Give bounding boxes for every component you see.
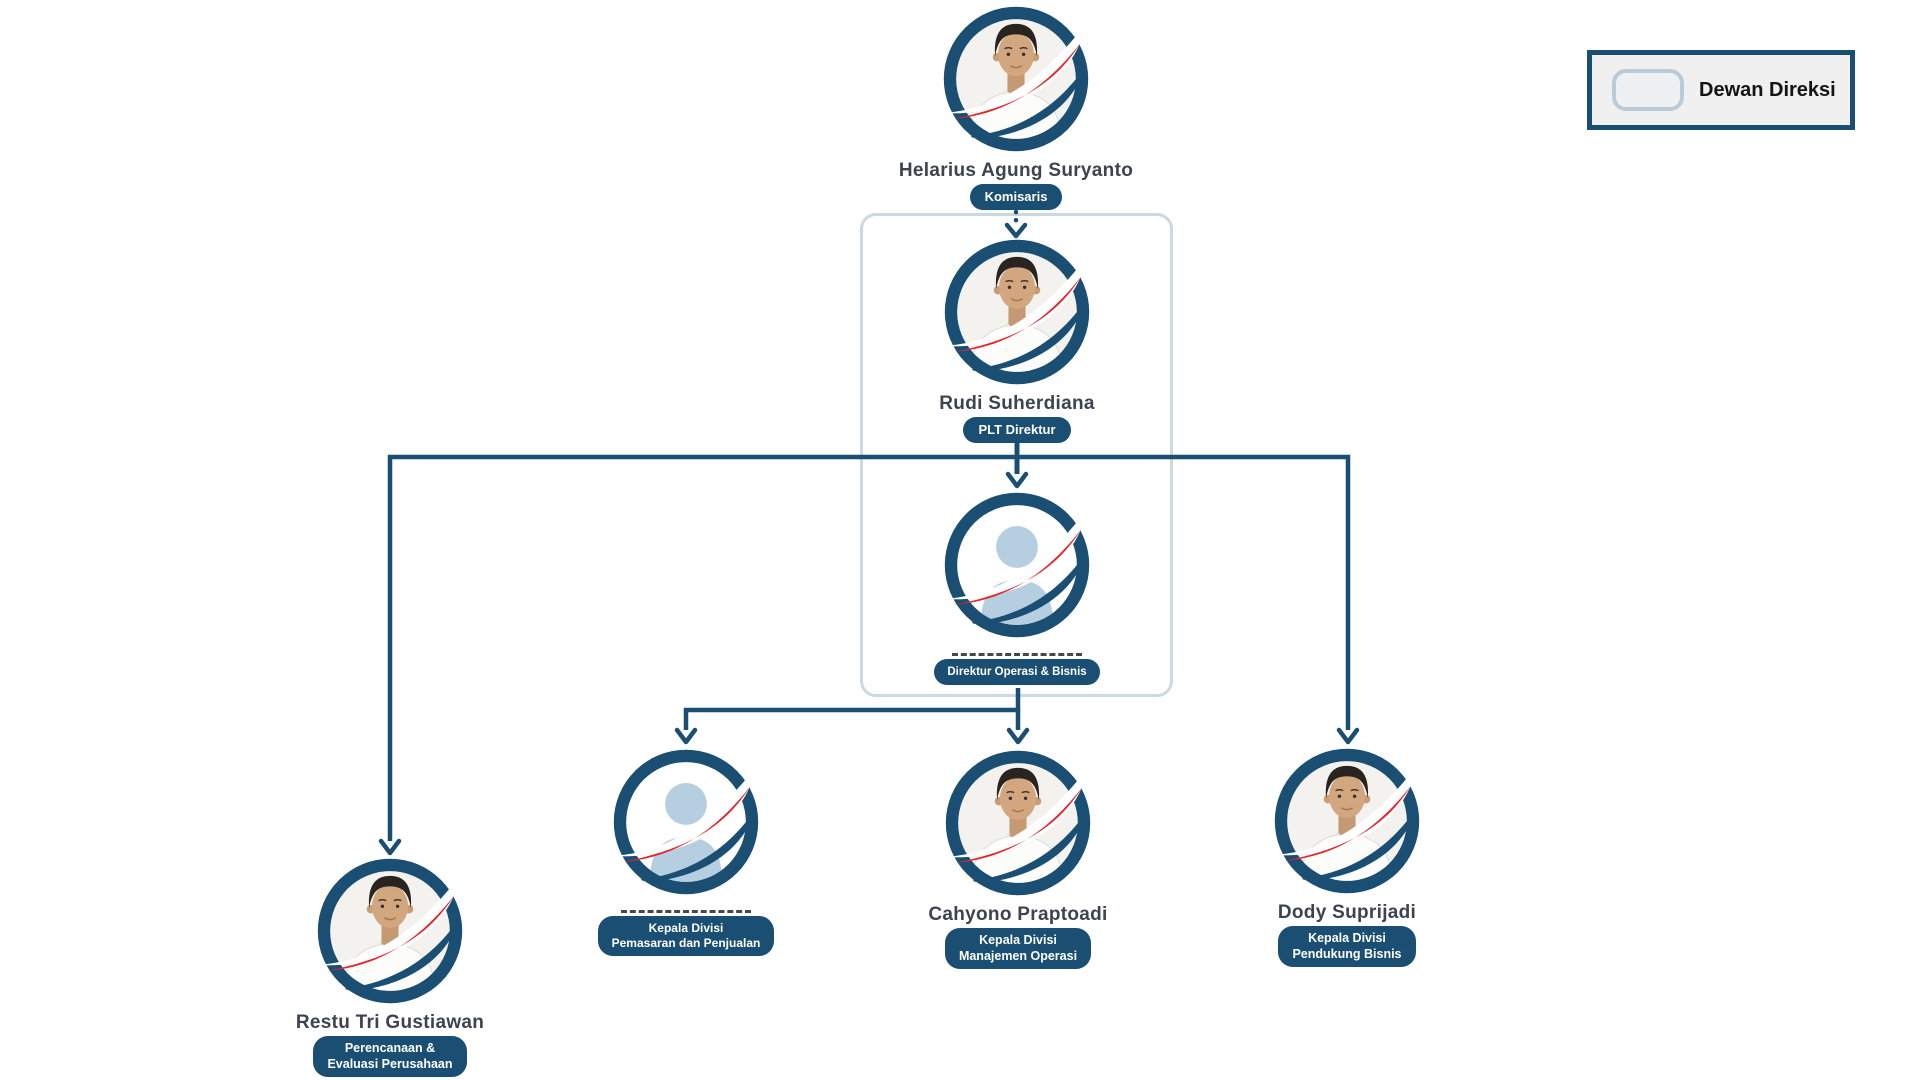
legend-label: Dewan Direksi [1699,78,1836,101]
org-node-perencanaan-evaluasi: Restu Tri Gustiawan Perencanaan &Evaluas… [230,855,550,1078]
arrowhead-direktur [1004,222,1028,239]
person-name: Restu Tri Gustiawan [295,1012,485,1033]
arrowhead-direktur-operasi [1005,471,1029,489]
person-name: Rudi Suherdiana [939,393,1095,414]
profile-photo [1271,745,1423,897]
profile-photo [941,236,1093,388]
connector-operasi-branch [683,688,1021,730]
arrowhead-pemasaran [674,727,698,745]
profile-photo [314,855,466,1007]
arrowhead-perencanaan [378,838,402,856]
role-badge: PLT Direktur [963,417,1071,444]
vacant-name-line [621,910,751,913]
org-node-direktur-operasi-bisnis: Direktur Operasi & Bisnis [857,489,1177,686]
person-name: Helarius Agung Suryanto [898,160,1134,181]
vacant-name-line [952,653,1082,656]
role-badge: Komisaris [969,184,1063,211]
profile-photo [942,747,1094,899]
legend-swatch [1612,69,1684,111]
person-name: Dody Suprijadi [1277,902,1417,923]
connector-direktur-branch [387,454,1351,841]
avatar-placeholder-icon [610,746,762,898]
avatar-placeholder-icon [941,489,1093,641]
arrowhead-pendukung-bisnis [1336,727,1360,745]
profile-photo [940,3,1092,155]
role-badge: Direktur Operasi & Bisnis [934,659,1100,686]
legend-dewan-direksi: Dewan Direksi [1587,50,1855,130]
arrowhead-manajemen-operasi [1006,727,1030,745]
person-name: Cahyono Praptoadi [928,904,1108,925]
org-node-plt-direktur: Rudi Suherdiana PLT Direktur [857,236,1177,444]
org-node-komisaris: Helarius Agung Suryanto Komisaris [856,3,1176,211]
role-badge: Perencanaan &Evaluasi Perusahaan [313,1036,467,1078]
